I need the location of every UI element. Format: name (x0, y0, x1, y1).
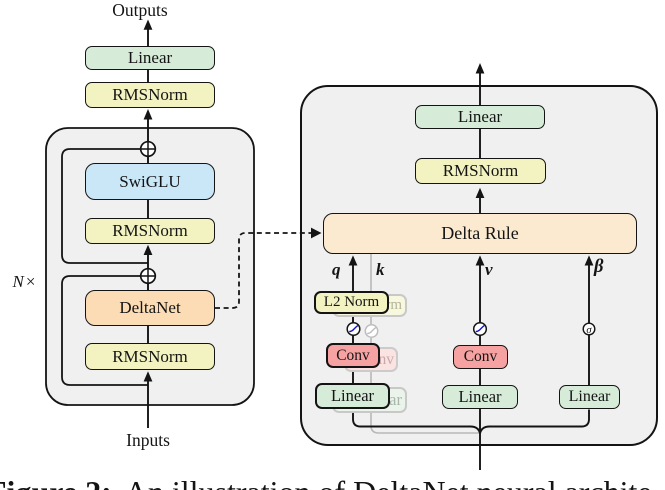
repeat-n-label: N× (4, 252, 36, 292)
beta-label: β (594, 257, 604, 277)
dashed-arrowhead (311, 227, 322, 239)
q-label: q (332, 260, 341, 279)
rmsnorm-box-right: RMSNorm (415, 158, 546, 184)
linear-box-q: Linear (315, 383, 390, 409)
residual-skip-swiglu (61, 148, 148, 264)
add-circle-bottom (139, 267, 157, 285)
linear-box-left-top: Linear (85, 46, 215, 70)
repeat-n: N (12, 272, 24, 291)
residual-skip-deltanet (61, 275, 148, 386)
inputs-label: Inputs (126, 430, 170, 450)
silu-icon-v (472, 321, 488, 337)
linear-box-beta: Linear (559, 385, 620, 409)
silu-icon-q (346, 321, 361, 337)
conv-box-v: Conv (453, 345, 508, 369)
silu-icon-k-ghost (364, 324, 379, 338)
arrowheads (143, 19, 594, 382)
add-circle-top (139, 140, 157, 158)
svg-text:σ: σ (586, 325, 592, 336)
rmsnorm-box-left-bottom: RMSNorm (85, 343, 215, 370)
caption-text: An illustration of DeltaNet neural archi… (125, 474, 652, 490)
delta-rule-box: Delta Rule (323, 213, 637, 254)
l2norm-box: L2 Norm (314, 291, 389, 314)
rmsnorm-box-left-top: RMSNorm (85, 82, 215, 108)
v-label: v (485, 260, 493, 279)
swiglu-box: SwiGLU (85, 163, 215, 200)
sigma-icon: σ (582, 322, 596, 336)
outputs-label: Outputs (112, 0, 168, 20)
deltanet-box: DeltaNet (85, 290, 215, 326)
conv-box-q: Conv (326, 343, 380, 368)
caption-prefix: Figure 2: (0, 474, 112, 490)
repeat-times: × (25, 272, 36, 291)
figure-caption: Figure 2: An illustration of DeltaNet neu… (0, 474, 652, 490)
k-label: k (376, 260, 385, 279)
linear-box-v: Linear (442, 385, 518, 409)
dashed-expansion-arrow (215, 232, 311, 309)
rmsnorm-box-left-mid: RMSNorm (85, 218, 215, 244)
linear-box-right-top: Linear (415, 105, 545, 129)
right-main-line (352, 73, 590, 470)
